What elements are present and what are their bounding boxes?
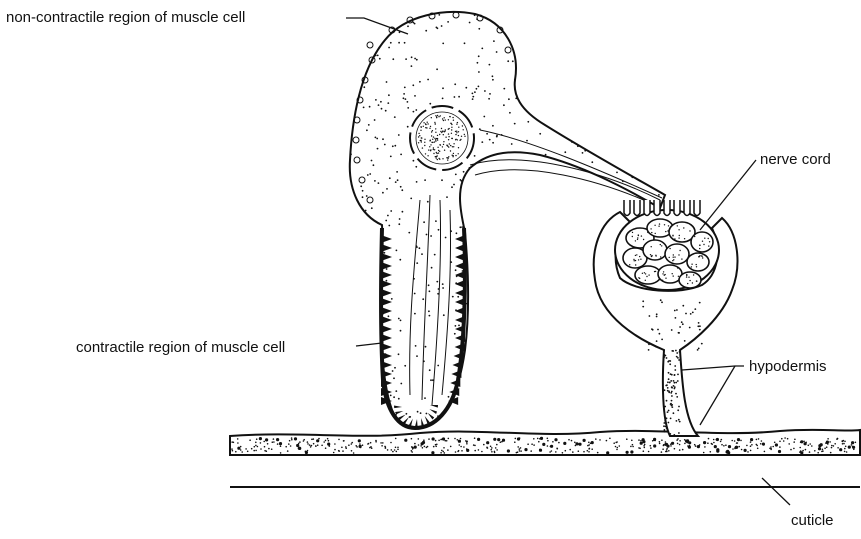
leader-contractile <box>356 343 382 346</box>
nucleus <box>410 106 474 170</box>
label-contractile-region: contractile region of muscle cell <box>76 340 285 355</box>
leader-nerve-cord <box>700 160 756 230</box>
leader-cuticle <box>762 478 790 505</box>
label-cuticle: cuticle <box>791 513 834 528</box>
label-noncontractile-region: non-contractile region of muscle cell <box>6 10 245 25</box>
label-nerve-cord: nerve cord <box>760 152 831 167</box>
label-hypodermis: hypodermis <box>749 359 827 374</box>
leader-hypodermis-b <box>700 366 735 425</box>
